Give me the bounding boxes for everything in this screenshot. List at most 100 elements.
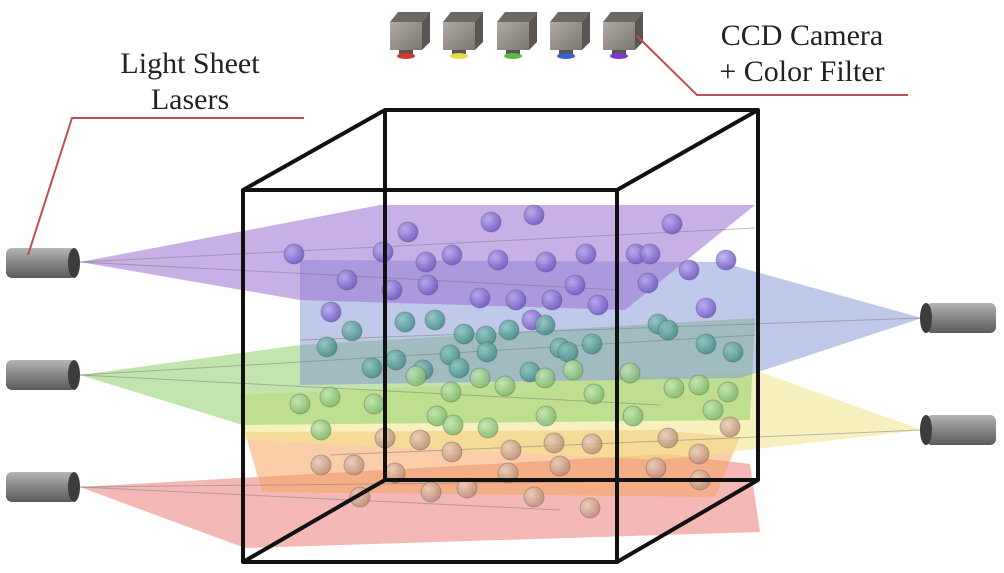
measurement-volume-cube xyxy=(241,108,760,564)
particle xyxy=(405,365,427,387)
laser-left-middle xyxy=(6,360,80,390)
laser-left-bottom xyxy=(6,472,80,502)
particle xyxy=(283,243,305,265)
particle xyxy=(535,251,557,273)
particle xyxy=(409,429,431,451)
laser-icon xyxy=(68,360,80,390)
particle xyxy=(442,414,464,436)
particle xyxy=(441,244,463,266)
camera-array xyxy=(390,12,643,59)
particle xyxy=(426,405,448,427)
particle xyxy=(557,341,579,363)
particle xyxy=(397,221,419,243)
particle xyxy=(500,439,522,461)
particle xyxy=(715,249,737,271)
laser-label-line1: Light Sheet xyxy=(120,47,260,80)
particle xyxy=(661,213,683,235)
laser-label-line2: Lasers xyxy=(150,83,230,116)
particle xyxy=(663,377,685,399)
particle xyxy=(523,204,545,226)
particle xyxy=(702,399,724,421)
particle xyxy=(688,443,710,465)
particle xyxy=(695,333,717,355)
leader-lines xyxy=(27,35,908,256)
particle xyxy=(637,272,659,294)
camera-icon xyxy=(390,12,430,59)
particle xyxy=(678,259,700,281)
particle xyxy=(564,274,586,296)
camera-label-line2: + Color Filter xyxy=(719,55,885,88)
particle xyxy=(622,405,644,427)
particle xyxy=(575,243,597,265)
tracer-particles xyxy=(283,204,744,519)
particle xyxy=(657,427,679,449)
particle xyxy=(541,289,563,311)
particle xyxy=(420,481,442,503)
particle xyxy=(549,455,571,477)
particle xyxy=(341,320,363,342)
camera-icon xyxy=(497,12,537,59)
particle xyxy=(316,336,338,358)
particle xyxy=(310,419,332,441)
laser-left-top xyxy=(6,248,80,278)
particle xyxy=(385,349,407,371)
laser-right-bottom xyxy=(920,415,996,445)
particle xyxy=(722,341,744,363)
laser-icon xyxy=(920,415,932,445)
ccd-camera-label: CCD Camera + Color Filter xyxy=(702,18,902,90)
particle xyxy=(688,374,710,396)
particle xyxy=(448,357,470,379)
particle xyxy=(657,319,679,341)
laser-icon xyxy=(68,248,80,278)
particle xyxy=(417,274,439,296)
laser-right-top xyxy=(920,303,996,333)
particle xyxy=(319,386,341,408)
particle xyxy=(480,211,502,233)
particle xyxy=(498,319,520,341)
yellow-filter xyxy=(450,53,468,59)
particle xyxy=(562,359,584,381)
particle xyxy=(361,357,383,379)
particle xyxy=(619,362,641,384)
particle xyxy=(394,311,416,333)
particle xyxy=(320,301,342,323)
camera-icon xyxy=(550,12,590,59)
particle xyxy=(487,249,509,271)
particle xyxy=(695,297,717,319)
camera-leader-line xyxy=(636,35,908,96)
particle xyxy=(719,416,741,438)
camera-label-line1: CCD Camera xyxy=(720,19,884,52)
particle xyxy=(579,497,601,519)
particle xyxy=(543,432,565,454)
particle xyxy=(639,243,661,265)
particle xyxy=(523,486,545,508)
particle xyxy=(469,367,491,389)
particle xyxy=(581,333,603,355)
particle xyxy=(289,393,311,415)
particle xyxy=(534,314,556,336)
particle xyxy=(476,341,498,363)
particle xyxy=(343,454,365,476)
particle xyxy=(645,457,667,479)
laser-icon xyxy=(68,472,80,502)
laser-leader-line xyxy=(27,117,304,256)
particle xyxy=(441,441,463,463)
particle xyxy=(583,383,605,405)
camera-icon xyxy=(443,12,483,59)
particle xyxy=(424,309,446,331)
particle xyxy=(534,367,556,389)
particle xyxy=(581,433,603,455)
particle xyxy=(469,287,491,309)
particle xyxy=(587,294,609,316)
particle xyxy=(535,405,557,427)
camera-icon xyxy=(603,12,643,59)
particle xyxy=(505,289,527,311)
light-sheet-lasers-label: Light Sheet Lasers xyxy=(100,46,280,118)
red-filter xyxy=(397,53,415,59)
particle xyxy=(494,375,516,397)
green-filter xyxy=(504,53,522,59)
particle xyxy=(477,417,499,439)
particle xyxy=(310,454,332,476)
particle xyxy=(453,323,475,345)
